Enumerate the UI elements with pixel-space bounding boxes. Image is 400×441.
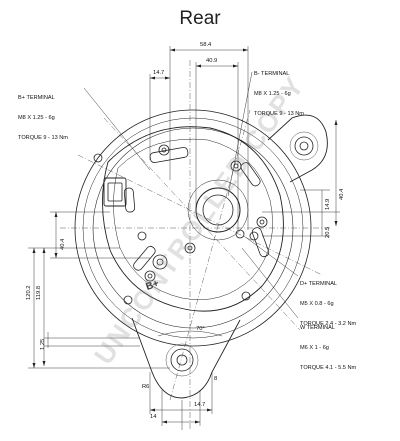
dim-8: 8 <box>214 376 218 382</box>
b-plus-terminal-callout: B+ TERMINAL M8 X 1.25 - 6g TORQUE 9 - 13… <box>18 82 68 148</box>
dim-58-4: 58.4 <box>200 42 212 48</box>
b-plus-name: B+ TERMINAL <box>18 95 55 102</box>
dim-70-degrees: 70° <box>196 326 205 332</box>
mount-ear-right <box>267 114 328 183</box>
w-thread: M6 X 1 - 6g <box>300 344 329 351</box>
mount-hole-bottom <box>170 348 194 372</box>
dim-14-7-top: 14.7 <box>153 70 165 76</box>
d-plus-thread: M5 X 0.8 - 6g <box>300 300 334 307</box>
dim-14-7-bottom: 14.7 <box>194 402 206 408</box>
dim-1-25: 1.25 <box>40 338 46 350</box>
dim-r6: R6 <box>142 384 150 390</box>
mount-ear-bottom <box>131 317 241 399</box>
b-plus-stud <box>152 254 168 270</box>
dim-40-4-left: 40.4 <box>60 238 66 250</box>
dim-20-5: 20.5 <box>325 226 331 238</box>
regulator-block <box>103 177 127 207</box>
d-plus-name: D+ TERMINAL <box>300 281 338 288</box>
w-name: W TERMINAL <box>300 325 336 332</box>
b-minus-name: B- TERMINAL <box>254 71 290 78</box>
d-plus-torque: TORQUE 2.4 - 3.2 Nm <box>300 320 357 327</box>
b-minus-torque: TORQUE 9 - 13 Nm <box>254 110 304 117</box>
page-title: Rear <box>179 8 221 29</box>
dim-119-8: 119.8 <box>36 285 42 300</box>
dim-14: 14 <box>150 414 157 420</box>
b-minus-terminal-callout: B- TERMINAL M8 X 1.25 - 6g TORQUE 9 - 13… <box>254 58 304 124</box>
d-plus-terminal-callout: D+ TERMINAL M5 X 0.8 - 6g TORQUE 2.4 - 3… <box>300 268 356 334</box>
mount-hole-right <box>294 136 314 156</box>
rectifier-plate <box>102 126 284 312</box>
b-minus-thread: M8 X 1.25 - 6g <box>254 90 291 97</box>
dim-120-2: 120.2 <box>26 285 32 300</box>
w-terminal-callout: W TERMINAL M6 X 1 - 6g TORQUE 4.1 - 5.5 … <box>300 312 356 378</box>
dim-40-9: 40.9 <box>206 58 218 64</box>
dim-14-9: 14.9 <box>325 198 331 210</box>
b-plus-torque: TORQUE 9 - 13 Nm <box>18 134 68 141</box>
dim-40-4-right: 40.4 <box>339 188 345 200</box>
b-plus-thread: M8 X 1.25 - 6g <box>18 114 55 121</box>
w-torque: TORQUE 4.1 - 5.5 Nm <box>300 364 357 371</box>
